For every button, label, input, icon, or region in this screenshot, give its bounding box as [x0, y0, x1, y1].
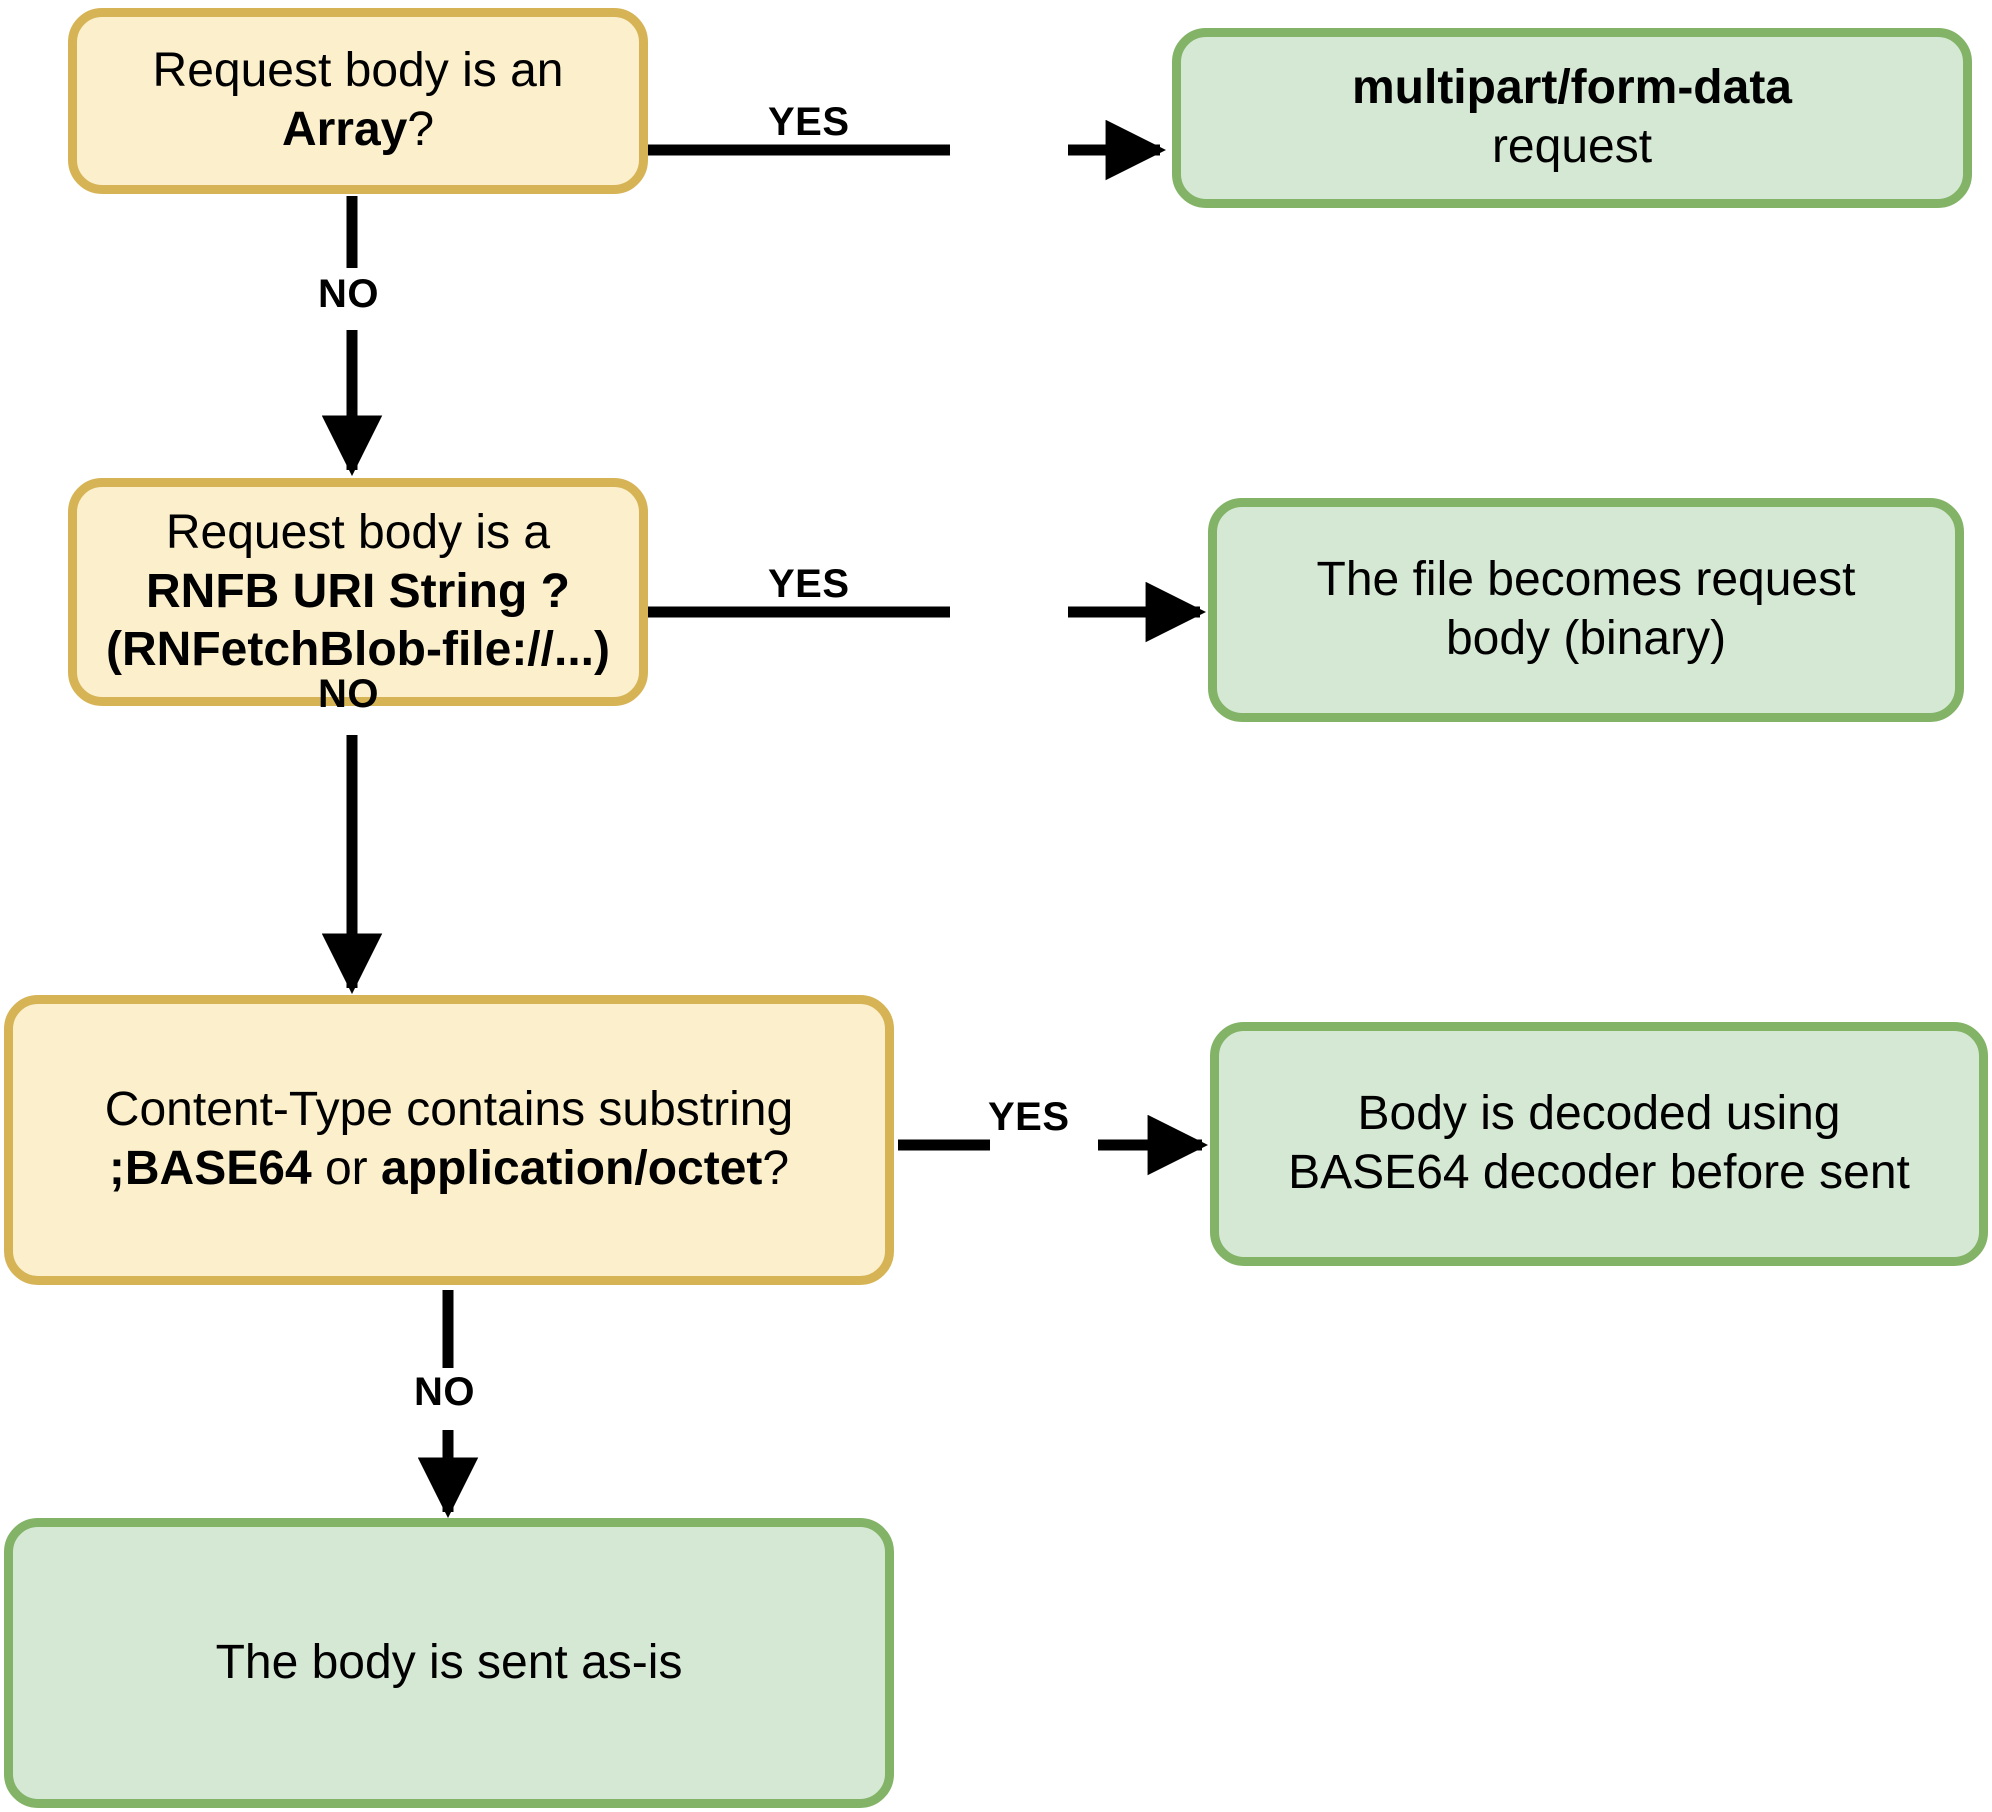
edge-label-no-2: NO [318, 672, 379, 716]
decision-node-request-body-array[interactable]: Request body is an Array? [68, 8, 648, 194]
edge-label-yes-3: YES [988, 1095, 1070, 1139]
decision-node-request-body-array-text: Request body is an Array? [152, 44, 564, 156]
decision-node-content-type-substring[interactable]: Content-Type contains substring;BASE64 o… [4, 995, 894, 1285]
edge-label-no-1: NO [318, 272, 379, 316]
terminal-node-body-sent-as-is[interactable]: The body is sent as-is [4, 1518, 894, 1808]
decision-node-content-type-substring-text: Content-Type contains substring;BASE64 o… [104, 1083, 794, 1195]
terminal-node-body-sent-as-is-text: The body is sent as-is [215, 1635, 683, 1689]
edge-label-yes-1: YES [768, 100, 850, 144]
edge-label-no-3: NO [414, 1370, 475, 1414]
edge-label-yes-2: YES [768, 562, 850, 606]
